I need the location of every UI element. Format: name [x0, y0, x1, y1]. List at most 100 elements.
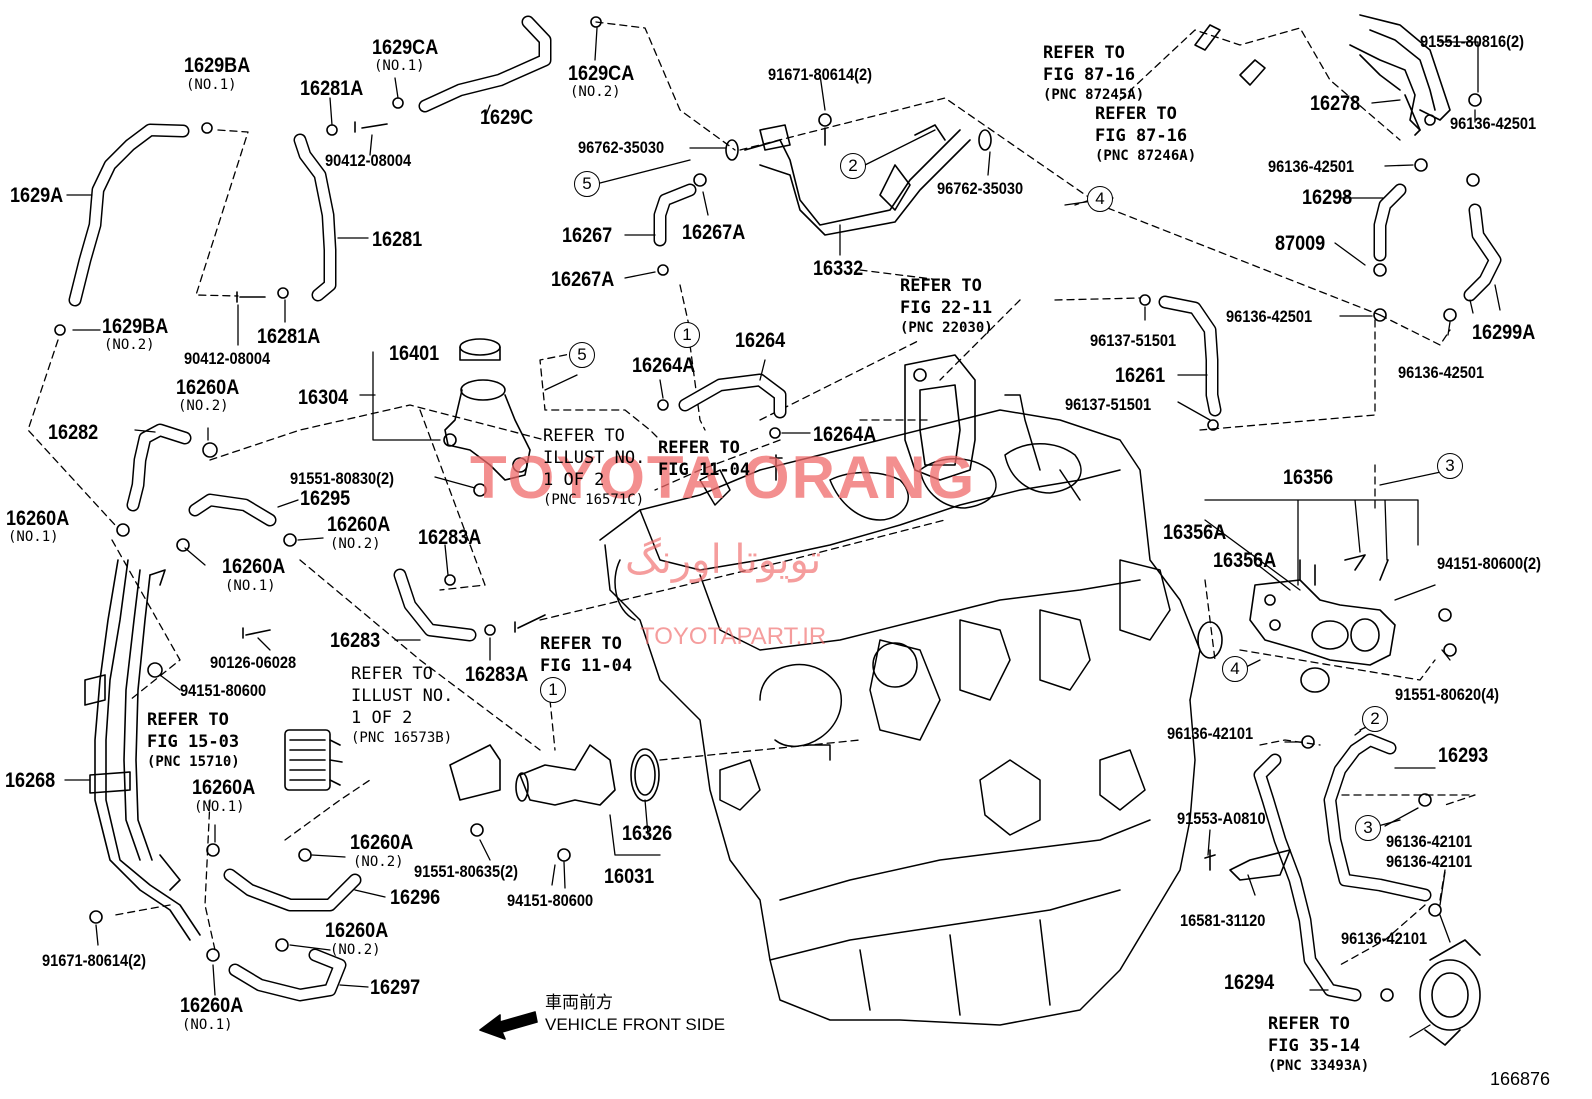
leader-lines: [64, 27, 1501, 1038]
housing-16304: [443, 338, 531, 481]
part-label[interactable]: 16260A: [327, 513, 391, 536]
callout-5b[interactable]: 5: [569, 342, 595, 368]
part-label[interactable]: 16294: [1224, 971, 1275, 994]
part-label[interactable]: 16260A: [6, 507, 70, 530]
part-label[interactable]: 96136-42501: [1450, 114, 1537, 133]
part-label[interactable]: 96137-51501: [1065, 395, 1152, 414]
part-label[interactable]: 1629C: [480, 106, 534, 129]
part-label[interactable]: 91551-80816(2): [1420, 32, 1525, 51]
part-label[interactable]: 16332: [813, 257, 864, 280]
part-label[interactable]: 16260A: [350, 831, 414, 854]
part-label[interactable]: 16304: [298, 386, 349, 409]
part-label[interactable]: 1629BA: [102, 315, 169, 338]
part-label[interactable]: 16260A: [180, 994, 244, 1017]
part-sublabel: (NO.2): [570, 84, 621, 100]
part-label[interactable]: 16281A: [300, 77, 364, 100]
part-label[interactable]: 96762-35030: [937, 179, 1024, 198]
part-label[interactable]: 16281A: [257, 325, 321, 348]
part-label[interactable]: 16283: [330, 629, 381, 652]
part-label[interactable]: 91551-80620(4): [1395, 685, 1500, 704]
callout-4[interactable]: 4: [1087, 186, 1113, 212]
vacuum-pump: [1419, 939, 1481, 1046]
engine-block: [599, 394, 1201, 1026]
part-label[interactable]: 90126-06028: [210, 653, 297, 672]
part-label[interactable]: 16295: [300, 487, 351, 510]
part-label[interactable]: 91553-A0810: [1177, 809, 1266, 828]
part-label[interactable]: 16299A: [1472, 321, 1536, 344]
part-label[interactable]: 1629CA: [568, 62, 635, 85]
callout-3[interactable]: 3: [1437, 453, 1463, 479]
part-label[interactable]: 1629BA: [184, 54, 251, 77]
part-label[interactable]: 16581-31120: [1180, 911, 1266, 930]
part-label[interactable]: 16031: [604, 865, 655, 888]
pipe-16268: [84, 559, 201, 941]
part-label[interactable]: 16326: [622, 822, 673, 845]
part-label[interactable]: 96136-42101: [1386, 832, 1473, 851]
part-label[interactable]: 96136-42101: [1386, 852, 1473, 871]
part-label[interactable]: 16297: [370, 976, 421, 999]
part-label[interactable]: 16298: [1302, 186, 1353, 209]
part-label[interactable]: 90412-08004: [325, 151, 412, 170]
part-label[interactable]: 16293: [1438, 744, 1489, 767]
bracket: [1204, 849, 1291, 881]
part-label[interactable]: 96136-42101: [1167, 724, 1254, 743]
part-label[interactable]: 16267A: [682, 221, 746, 244]
callout-2b[interactable]: 2: [1362, 706, 1388, 732]
part-label[interactable]: 96136-42101: [1341, 929, 1428, 948]
callout-4b[interactable]: 4: [1222, 656, 1248, 682]
part-label[interactable]: 16260A: [325, 919, 389, 942]
part-label[interactable]: 16401: [389, 342, 440, 365]
part-label[interactable]: 16283A: [465, 663, 529, 686]
part-label[interactable]: 16260A: [176, 376, 240, 399]
part-label[interactable]: 16267A: [551, 268, 615, 291]
part-label[interactable]: 96136-42501: [1398, 363, 1485, 382]
part-label[interactable]: 16268: [5, 769, 56, 792]
part-label[interactable]: 91671-80614(2): [768, 65, 873, 84]
part-label[interactable]: 16356A: [1163, 521, 1227, 544]
part-sublabel: (NO.1): [186, 77, 237, 93]
part-label[interactable]: 16356A: [1213, 549, 1277, 572]
part-label[interactable]: 16260A: [192, 776, 256, 799]
part-label[interactable]: 16356: [1283, 466, 1334, 489]
part-label[interactable]: 16282: [48, 421, 99, 444]
part-label[interactable]: 16267: [562, 224, 613, 247]
part-label[interactable]: 94151-80600: [507, 891, 594, 910]
part-label[interactable]: 16264: [735, 329, 786, 352]
part-label[interactable]: 16261: [1115, 364, 1166, 387]
part-label[interactable]: 1629CA: [372, 36, 439, 59]
callout-1[interactable]: 1: [674, 322, 700, 348]
part-label[interactable]: 1629A: [10, 184, 64, 207]
part-label[interactable]: 94151-80600(2): [1437, 554, 1542, 573]
part-label[interactable]: 16296: [390, 886, 441, 909]
part-label[interactable]: 91551-80830(2): [290, 469, 395, 488]
part-label[interactable]: 91551-80635(2): [414, 862, 519, 881]
part-label[interactable]: 16278: [1310, 92, 1361, 115]
part-label[interactable]: 96137-51501: [1090, 331, 1177, 350]
part-label[interactable]: 16283A: [418, 526, 482, 549]
part-label[interactable]: 16281: [372, 228, 423, 251]
callout-1b[interactable]: 1: [540, 677, 566, 703]
part-label[interactable]: 87009: [1275, 232, 1326, 255]
part-label[interactable]: 96136-42501: [1268, 157, 1355, 176]
part-label[interactable]: 16264A: [632, 354, 696, 377]
front-arrow: [479, 1011, 538, 1040]
callout-5[interactable]: 5: [574, 171, 600, 197]
part-label[interactable]: 90412-08004: [184, 349, 271, 368]
part-label[interactable]: 16264A: [813, 423, 877, 446]
part-label[interactable]: 91671-80614(2): [42, 951, 147, 970]
part-label[interactable]: 96762-35030: [578, 138, 665, 157]
callout-2[interactable]: 2: [840, 153, 866, 179]
callout-3b[interactable]: 3: [1355, 815, 1381, 841]
part-label[interactable]: 16260A: [222, 555, 286, 578]
part-label[interactable]: 96136-42501: [1226, 307, 1313, 326]
part-label[interactable]: 94151-80600: [180, 681, 267, 700]
